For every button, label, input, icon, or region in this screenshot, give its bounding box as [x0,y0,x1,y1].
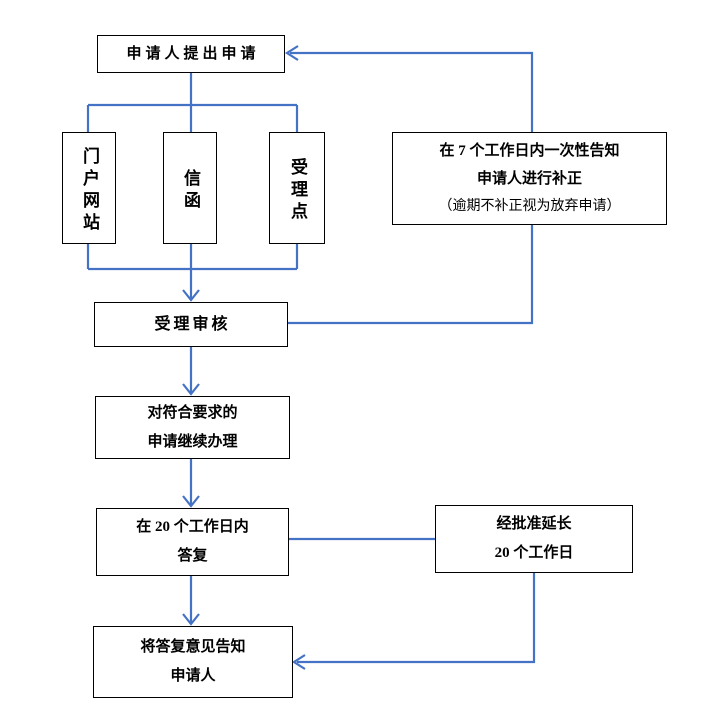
arrowhead-down-into-review [182,289,200,302]
arrowhead-left-into-apply [284,45,299,61]
arrowhead-down-into-inform [182,613,200,626]
connector-notify-to-apply [290,51,534,132]
extension-20-days-line1: 经批准延长 [496,516,572,532]
reply-20-days-line2: 答复 [177,548,208,564]
arrowhead-down-into-reply [182,495,200,508]
flow-box-extension-20-days: 经批准延长 20 个工作日 [435,505,633,573]
continue-processing-line2: 申请继续办理 [147,433,238,450]
flow-box-reply-20-days: 在 20 个工作日内 答复 [96,508,289,576]
flow-box-continue-processing: 对符合要求的 申请继续办理 [95,396,290,459]
flow-box-acceptance-review-label: 受理审核 [154,315,231,333]
reply-20-days-line1: 在 20 个工作日内 [136,519,249,535]
flow-box-portal-website-label: 门户网站 [80,146,99,235]
arrowhead-left-into-inform [291,654,306,670]
arrowhead-down-into-continue [182,383,200,396]
flow-box-portal-website: 门户网站 [62,132,116,244]
flow-box-inform-applicant: 将答复意见告知 申请人 [93,626,293,698]
flow-box-applicant-submits: 申请人提出申请 [97,35,285,73]
flow-box-notify-correction: 在 7 个工作日内一次性告知 申请人进行补正 （逾期不补正视为放弃申请） [392,132,667,225]
notify-correction-line1: 在 7 个工作日内一次性告知 [439,142,620,159]
flow-box-applicant-submits-label: 申请人提出申请 [126,46,260,62]
inform-applicant-line1: 将答复意见告知 [140,639,246,655]
continue-processing-line1: 对符合要求的 [147,404,238,421]
inform-applicant-line2: 申请人 [170,668,216,684]
flow-box-acceptance-point: 受理点 [269,132,325,244]
extension-20-days-line2: 20 个工作日 [494,545,574,561]
flow-box-letter: 信函 [163,132,217,244]
connector-extend-to-inform [297,573,536,664]
flow-box-acceptance-point-label: 受理点 [288,157,307,224]
connector-merge-to-review [86,244,299,299]
flow-box-letter-label: 信函 [181,168,200,213]
connector-review-to-notify [288,225,534,325]
notify-correction-note: （逾期不补正视为放弃申请） [438,198,621,214]
flow-box-acceptance-review: 受理审核 [94,302,288,347]
connector-split-to-channels [86,73,299,132]
notify-correction-line2: 申请人进行补正 [476,170,582,187]
